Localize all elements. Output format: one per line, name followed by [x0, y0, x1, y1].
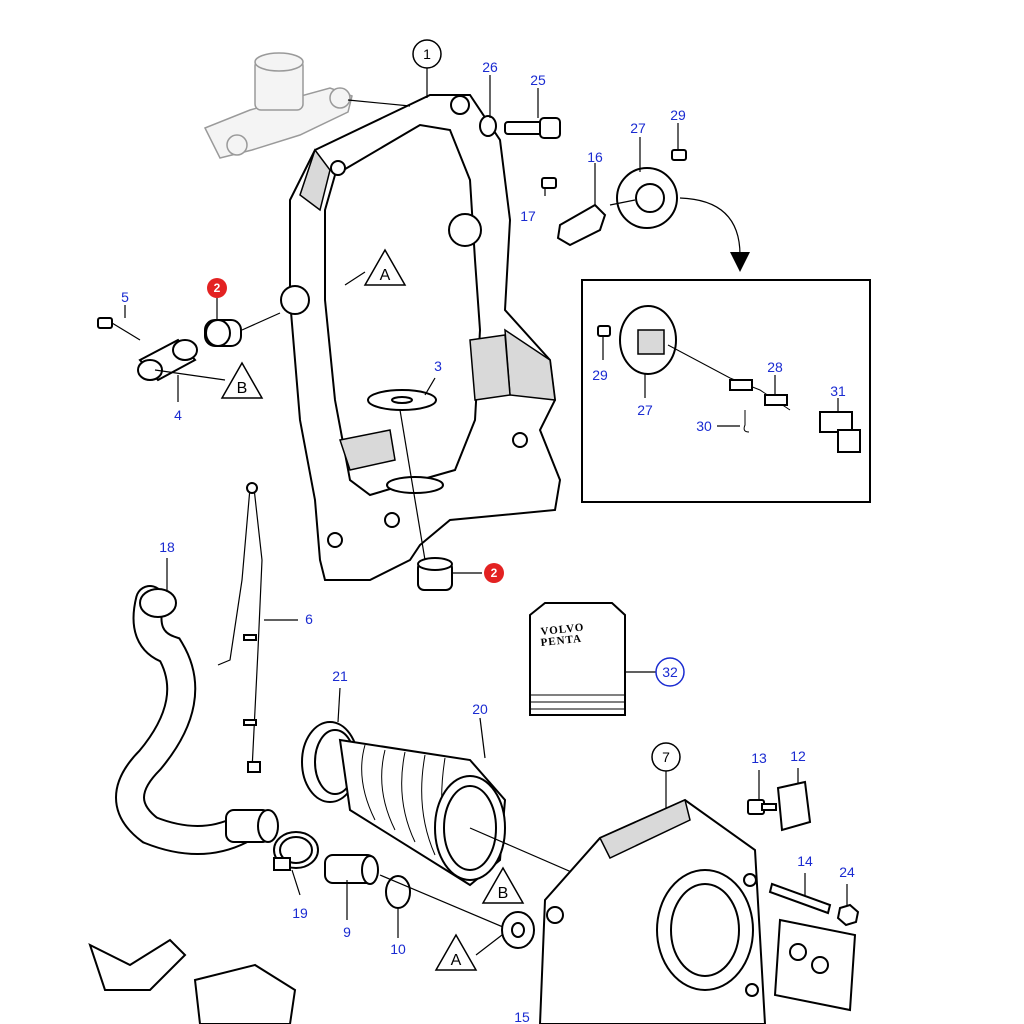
- callout-6: 6: [305, 611, 313, 627]
- screw-5: [97, 317, 141, 341]
- engine-mount-ghost: [203, 52, 353, 159]
- callout-19: 19: [292, 905, 308, 921]
- plate-12: [776, 780, 812, 832]
- callout-18: 18: [159, 539, 175, 555]
- callout-24: 24: [839, 864, 855, 880]
- bushing-4: [137, 338, 198, 382]
- callout-29-top: 29: [670, 107, 686, 123]
- callout-12: 12: [790, 748, 806, 764]
- stud-14: [768, 882, 832, 915]
- callout-26: 26: [482, 59, 498, 75]
- kit-label-line2: PENTA: [540, 633, 582, 649]
- bottom-left-parts: [88, 938, 297, 1024]
- sensor-detail-inset: [581, 279, 871, 503]
- callout-25: 25: [530, 72, 546, 88]
- callout-20: 20: [472, 701, 488, 717]
- o-ring-10: [385, 875, 411, 909]
- direction-arrow: [679, 197, 741, 256]
- leader-lines: [124, 68, 848, 938]
- triangle-marker-B-lower: B: [481, 866, 525, 904]
- fitting-9: [324, 854, 379, 885]
- cable-6: [217, 482, 263, 773]
- callout-15: 15: [514, 1009, 530, 1024]
- callout-32: 32: [662, 664, 678, 680]
- kit-32-bag: VOLVO PENTA: [529, 602, 626, 716]
- callout-31: 31: [830, 383, 846, 399]
- callout-circle-32: 32: [655, 657, 685, 687]
- bolt-25: [504, 117, 561, 139]
- callout-4: 4: [174, 407, 182, 423]
- callout-30: 30: [696, 418, 712, 434]
- triangle-marker-A-lower: A: [434, 933, 478, 971]
- callout-27-inset: 27: [637, 402, 653, 418]
- callout-21: 21: [332, 668, 348, 684]
- callout-3: 3: [434, 358, 442, 374]
- marker-A-upper: A: [380, 267, 391, 284]
- callout-red-2-lower: 2: [484, 563, 504, 583]
- marker-A-lower: A: [451, 952, 462, 969]
- callout-29-inset: 29: [592, 367, 608, 383]
- marker-B-upper: B: [237, 380, 248, 397]
- callout-7: 7: [662, 749, 670, 765]
- screw-13: [747, 799, 777, 815]
- sensor-27: [609, 167, 678, 229]
- screw-29: [671, 149, 687, 161]
- hose-18: [115, 585, 279, 855]
- callout-circle-7: 7: [651, 742, 681, 772]
- steering-bracket: [280, 94, 562, 581]
- callout-red-2-upper: 2: [207, 278, 227, 298]
- lever-16: [556, 203, 607, 247]
- callout-13: 13: [751, 750, 767, 766]
- callout-9: 9: [343, 924, 351, 940]
- transom-shield-7: [538, 798, 767, 1024]
- arrow-head: [730, 252, 750, 272]
- callout-27-top: 27: [630, 120, 646, 136]
- triangle-marker-A-upper: A: [363, 248, 407, 286]
- mounting-plate: [773, 918, 857, 1012]
- callout-circle-1: 1: [412, 39, 442, 69]
- marker-B-lower: B: [498, 885, 509, 902]
- callout-1: 1: [423, 46, 431, 62]
- triangle-marker-B-upper: B: [220, 361, 264, 399]
- leader-2-bracket: [241, 312, 281, 331]
- callout-2-lower: 2: [491, 566, 498, 580]
- nut-24: [836, 903, 860, 927]
- callout-28: 28: [767, 359, 783, 375]
- callout-14: 14: [797, 853, 813, 869]
- washer-26: [479, 115, 497, 137]
- callout-17: 17: [520, 208, 536, 224]
- callout-10: 10: [390, 941, 406, 957]
- callout-2-upper: 2: [214, 281, 221, 295]
- callout-5: 5: [121, 289, 129, 305]
- kit-label-line1: VOLVO: [540, 621, 585, 638]
- screw-17: [541, 177, 557, 189]
- callout-16: 16: [587, 149, 603, 165]
- bushing-2-upper: [204, 319, 242, 347]
- bushing-2-lower: [417, 557, 453, 591]
- clamp-19: [273, 831, 319, 871]
